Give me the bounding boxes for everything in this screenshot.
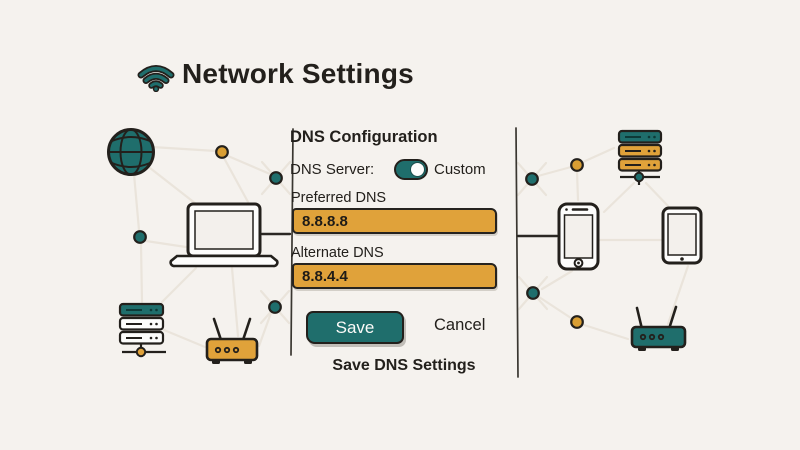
- dns-server-label: DNS Server:: [290, 161, 375, 178]
- save-button[interactable]: Save: [306, 311, 404, 344]
- node-dot-teal: [526, 286, 540, 300]
- node-dot-orange: [570, 158, 584, 172]
- smartphone-icon: [557, 202, 600, 271]
- router-icon-right: [630, 305, 687, 351]
- node-dot-teal: [133, 230, 147, 244]
- router-icon-left: [205, 317, 259, 364]
- alternate-dns-input[interactable]: [292, 263, 497, 289]
- panel-connector-lines: [260, 232, 559, 238]
- toggle-knob: [410, 162, 425, 177]
- page-title: Network Settings: [182, 58, 414, 89]
- tablet-icon: [661, 206, 703, 265]
- node-dot-teal: [269, 171, 283, 185]
- network-node-dots: [133, 145, 584, 329]
- dns-mode-value: Custom: [434, 161, 486, 178]
- node-dot-teal: [525, 172, 539, 186]
- panel-divider-right: [515, 127, 519, 378]
- laptop-icon: [169, 202, 279, 268]
- save-dns-settings-caption: Save DNS Settings: [332, 357, 476, 374]
- right-network-links: [516, 146, 690, 341]
- server-rack-icon-left: [118, 302, 166, 358]
- wifi-icon: [137, 60, 175, 92]
- panel-divider-left: [290, 128, 294, 356]
- globe-icon: [107, 128, 155, 176]
- preferred-dns-label: Preferred DNS: [291, 190, 387, 206]
- server-rack-icon-right: [617, 129, 663, 185]
- node-dot-orange: [215, 145, 229, 159]
- cancel-button[interactable]: Cancel: [428, 315, 491, 336]
- alternate-dns-label: Alternate DNS: [291, 245, 384, 261]
- node-dot-teal: [268, 300, 282, 314]
- dns-mode-toggle[interactable]: [394, 159, 428, 180]
- preferred-dns-input[interactable]: [292, 208, 497, 234]
- node-dot-orange: [570, 315, 584, 329]
- panel-title: DNS Configuration: [290, 128, 438, 146]
